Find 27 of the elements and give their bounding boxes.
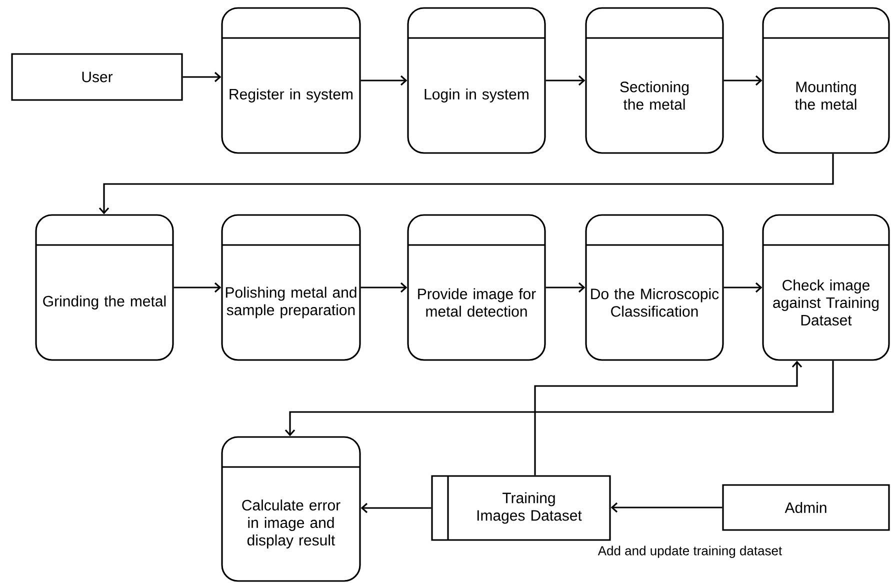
arrow — [546, 75, 586, 86]
process-box: Mounting the metal — [762, 7, 890, 154]
process-box: Sectioning the metal — [585, 7, 724, 154]
entity-box: Admin — [722, 484, 890, 531]
arrow — [360, 502, 432, 514]
process-box: Register in system — [221, 7, 361, 154]
arrow — [724, 282, 762, 293]
arrow — [182, 72, 222, 82]
arrow — [360, 75, 408, 86]
process-box: Login in system — [407, 7, 546, 154]
process-box: Polishing metal and sample preparation — [221, 214, 361, 361]
arrow — [174, 282, 222, 293]
entity-box: User — [11, 53, 183, 101]
process-box: Do the Microscopic Classification — [585, 214, 724, 361]
data-store: Training Images Dataset — [431, 475, 611, 541]
arrow — [610, 502, 722, 513]
arrow — [284, 360, 834, 436]
arrow — [724, 75, 762, 86]
process-box: Provide image for metal detection — [407, 214, 546, 361]
process-box: Check image against Training Dataset — [762, 214, 890, 361]
arrow — [360, 282, 408, 293]
arrow — [98, 154, 834, 214]
arrow — [546, 282, 586, 293]
note: Add and update training dataset — [598, 546, 782, 558]
process-box: Grinding the metal — [35, 214, 174, 361]
arrow — [534, 360, 802, 476]
process-box: Calculate error in image and display result — [221, 436, 361, 582]
